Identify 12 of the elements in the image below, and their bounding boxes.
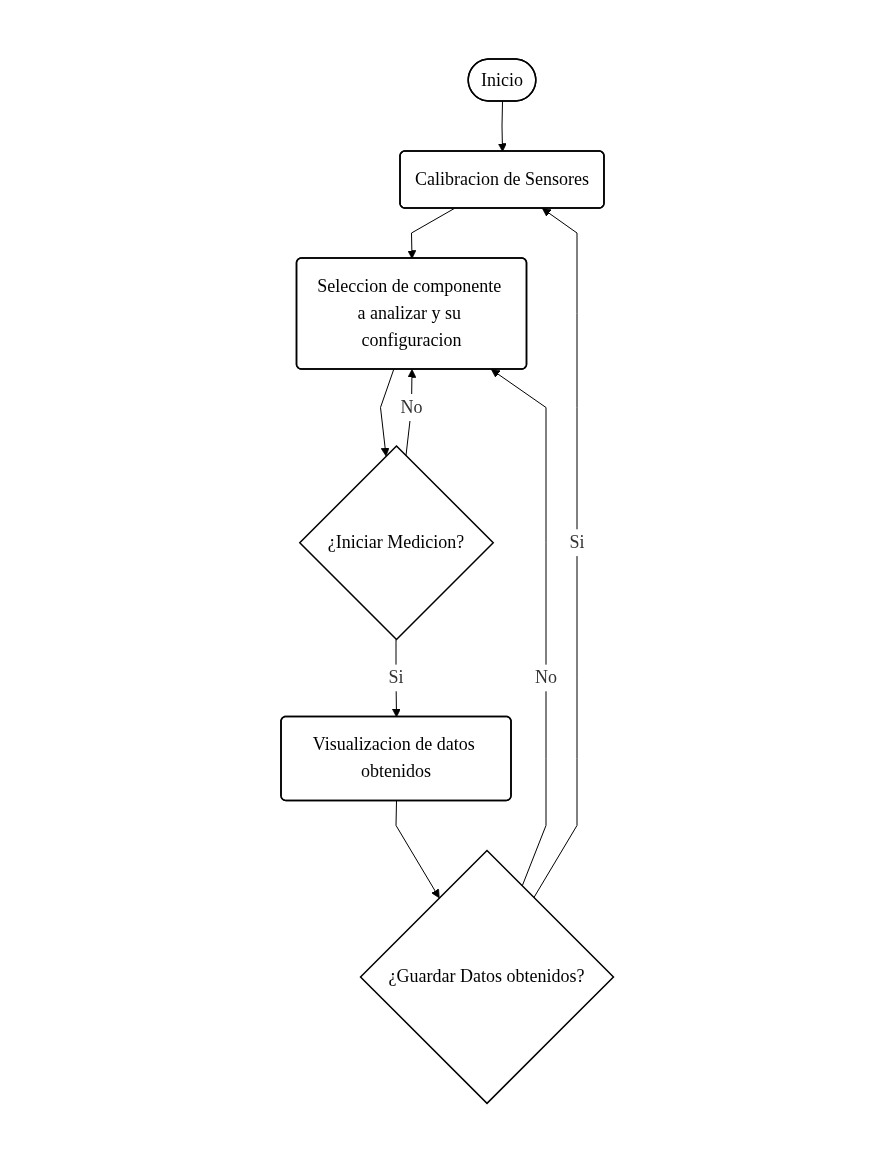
arrow [379, 368, 394, 457]
arrow [490, 368, 547, 887]
node-diamond: ¿Iniciar Medicion? [298, 444, 495, 641]
arrow [407, 207, 455, 259]
arrow [497, 100, 507, 152]
edge-label: No [400, 396, 423, 417]
arrow [395, 800, 440, 898]
edge-label: Si [569, 532, 585, 553]
edge-label: Si [388, 667, 404, 688]
edge-label: No [534, 667, 557, 688]
arrow [533, 207, 578, 899]
node-diamond: ¿Guardar Datos obtenidos? [359, 849, 615, 1105]
